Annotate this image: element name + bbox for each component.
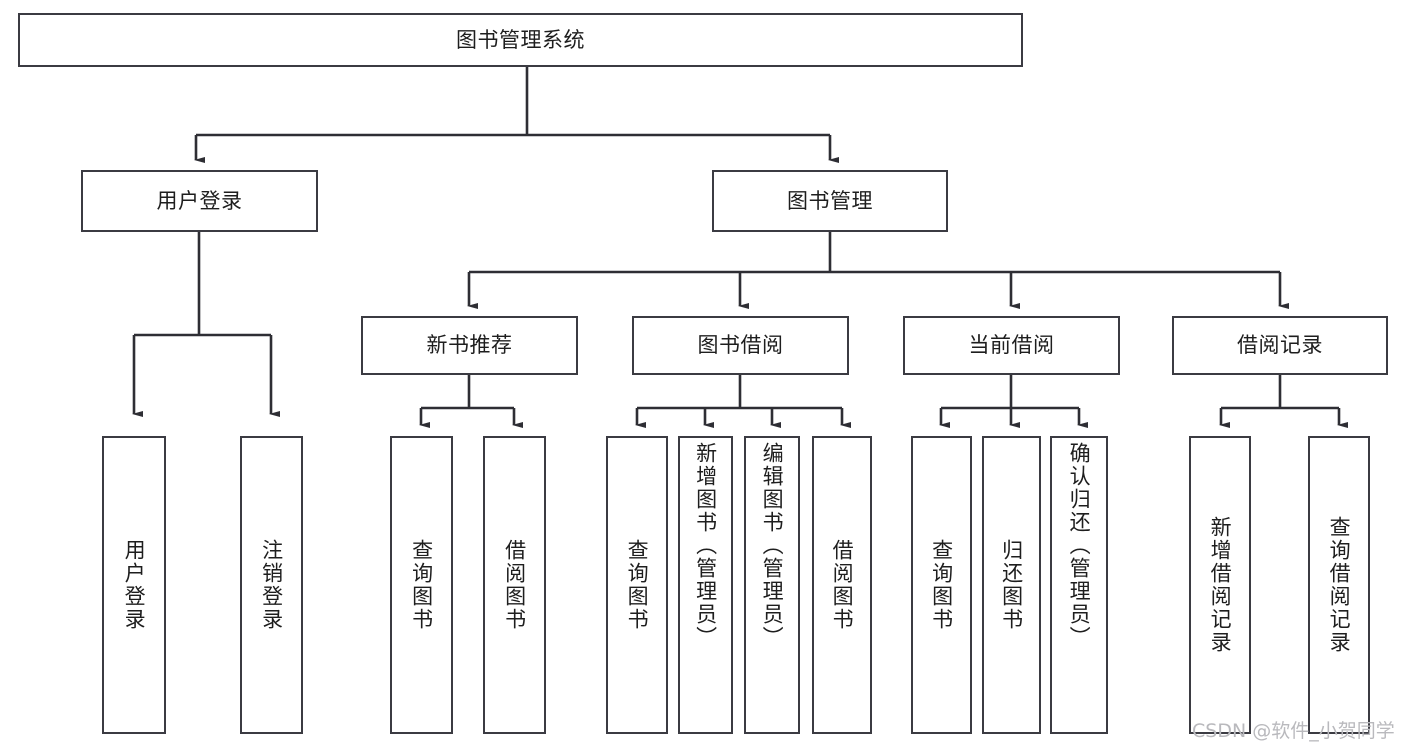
node-leaf-confirm-return-admin[interactable]: 确认归还（管理员） [1050,436,1108,734]
node-leaf-borrow-book-recommend[interactable]: 借阅图书 [483,436,546,734]
node-book-borrow[interactable]: 图书借阅 [632,316,849,375]
node-leaf-edit-book-admin[interactable]: 编辑图书（管理员） [744,436,800,734]
node-label: 归还图书 [999,539,1024,631]
csdn-watermark: CSDN @软件_小贺同学 [1192,720,1395,742]
node-book-management[interactable]: 图书管理 [712,170,948,232]
node-label: 新增图书（管理员） [693,442,718,649]
node-label: 编辑图书（管理员） [760,442,785,649]
node-leaf-borrow-book[interactable]: 借阅图书 [812,436,872,734]
node-label: 新增借阅记录 [1208,516,1233,654]
node-label: 查询图书 [625,539,650,631]
node-leaf-logout[interactable]: 注销登录 [240,436,303,734]
node-label: 图书借阅 [697,333,784,358]
node-borrow-record[interactable]: 借阅记录 [1172,316,1388,375]
node-label: 确认归还（管理员） [1067,442,1092,649]
node-root-book-management-system[interactable]: 图书管理系统 [18,13,1023,67]
node-current-borrow[interactable]: 当前借阅 [903,316,1120,375]
node-label: 查询借阅记录 [1327,516,1352,654]
node-label: 当前借阅 [968,333,1055,358]
node-label: 注销登录 [259,539,284,631]
node-label: 用户登录 [122,539,147,631]
node-leaf-query-borrow-record[interactable]: 查询借阅记录 [1308,436,1370,734]
node-new-book-recommend[interactable]: 新书推荐 [361,316,578,375]
node-leaf-query-book-current[interactable]: 查询图书 [911,436,972,734]
node-label: 查询图书 [409,539,434,631]
node-leaf-return-book[interactable]: 归还图书 [982,436,1041,734]
node-leaf-user-login[interactable]: 用户登录 [102,436,166,734]
node-leaf-add-book-admin[interactable]: 新增图书（管理员） [678,436,733,734]
node-leaf-query-book-borrow[interactable]: 查询图书 [606,436,668,734]
node-label: 借阅记录 [1237,333,1323,358]
node-label: 查询图书 [929,539,954,631]
node-label: 借阅图书 [502,539,527,631]
node-label: 新书推荐 [426,333,513,358]
node-label: 借阅图书 [830,539,855,631]
node-label: 图书管理 [787,188,873,213]
node-leaf-query-book-recommend[interactable]: 查询图书 [390,436,453,734]
node-leaf-add-borrow-record[interactable]: 新增借阅记录 [1189,436,1251,734]
node-label: 用户登录 [156,188,243,213]
node-label: 图书管理系统 [456,27,585,52]
node-user-login[interactable]: 用户登录 [81,170,318,232]
